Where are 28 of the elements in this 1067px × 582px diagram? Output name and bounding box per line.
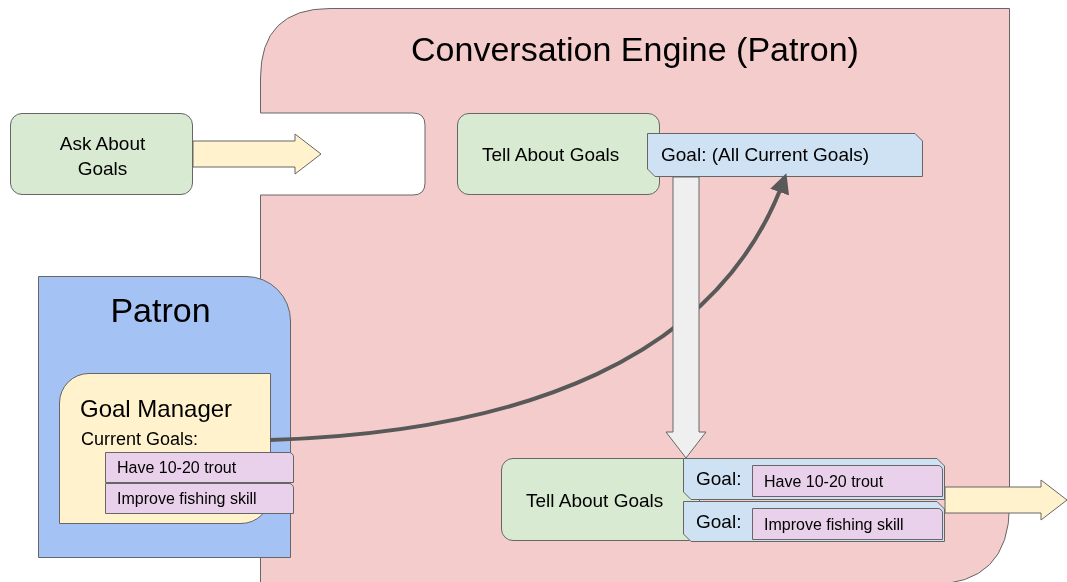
node-label: Tell About Goals: [526, 490, 664, 512]
engine-panel: [260, 8, 1010, 582]
node-label: Goal: (All Current Goals): [661, 144, 869, 166]
goal-tag: [683, 458, 945, 500]
process-box: [10, 113, 193, 195]
goal-tag: [647, 133, 923, 177]
process-box: [457, 113, 660, 195]
node-label: Have 10-20 trout: [117, 459, 237, 478]
block-arrow: [665, 176, 707, 459]
panel-title: Patron: [109, 291, 212, 331]
goal-item: [105, 452, 294, 483]
panel-title: Conversation Engine (Patron): [410, 30, 860, 70]
block-arrow: [192, 133, 322, 175]
node-label: Ask About Goals: [58, 132, 147, 181]
goal-item: [752, 508, 943, 540]
goal-item: [752, 465, 943, 497]
patron-panel: [38, 276, 291, 558]
panel-title: Goal Manager: [80, 395, 233, 423]
node-label: Current Goals:: [81, 429, 199, 450]
node-label: Goal:: [696, 511, 742, 533]
node-label: Have 10-20 trout: [764, 473, 884, 492]
node-label: Improve fishing skill: [764, 516, 904, 535]
node-label: Tell About Goals: [482, 144, 620, 166]
block-arrow: [944, 479, 1067, 521]
node-label: Improve fishing skill: [117, 490, 257, 509]
goal-item: [105, 483, 294, 514]
node-label: Goal:: [696, 468, 742, 490]
goal-tag: [683, 501, 945, 542]
